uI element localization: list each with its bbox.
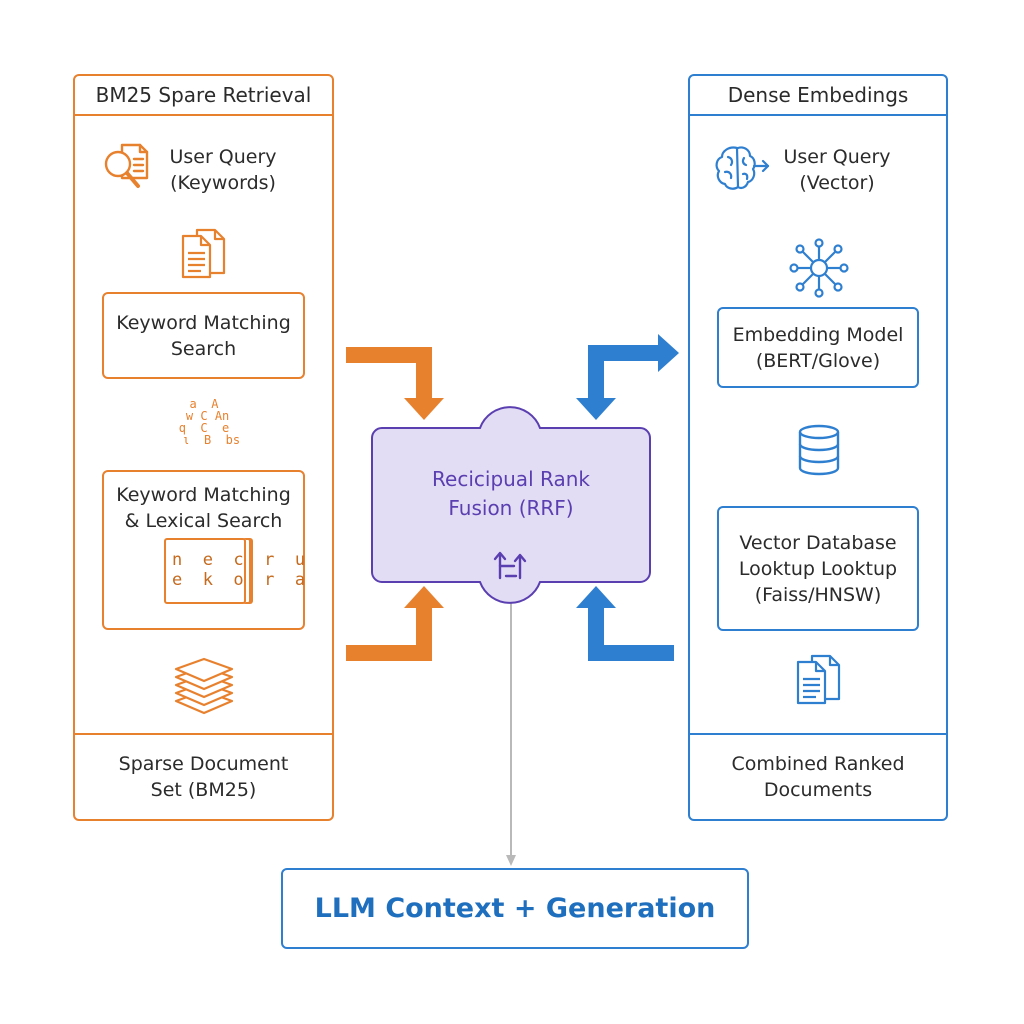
bm25-bottom-arrow [346, 586, 444, 661]
dense-top-arrow [576, 334, 679, 420]
bm25-title-divider [75, 114, 332, 116]
dense-footer-divider [690, 733, 946, 735]
search-document-icon [100, 140, 154, 194]
keyword-matching-search-box: Keyword Matching Search [102, 292, 305, 379]
fusion-to-llm-arrow [506, 600, 516, 866]
embedding-model-label: Embedding Model (BERT/Glove) [732, 323, 904, 372]
dense-title-divider [690, 114, 946, 116]
token-grid-icon: n e c r u e k o r a [164, 538, 305, 604]
bm25-top-arrow [346, 347, 444, 420]
llm-context-generation-label: LLM Context + Generation [314, 893, 716, 924]
letters-icon: a A w C An q C e ι B bs [178, 397, 241, 447]
documents-icon [177, 226, 233, 280]
bm25-footer-divider [75, 733, 332, 735]
dense-panel-title: Dense Embedings [727, 83, 909, 107]
bm25-query-label: User Query (Keywords) [169, 146, 277, 194]
documents-icon [792, 652, 848, 706]
lexical-search-label: Keyword Matching & Lexical Search [116, 484, 291, 532]
network-icon [787, 236, 851, 300]
keyword-matching-search-label: Keyword Matching Search [116, 311, 291, 360]
bm25-panel-title: BM25 Spare Retrieval [95, 83, 312, 107]
dense-bottom-arrow [576, 586, 674, 661]
llm-context-generation-box: LLM Context + Generation [281, 868, 749, 949]
dense-footer-label: Combined Ranked Documents [731, 753, 905, 801]
database-icon [796, 424, 842, 476]
merge-arrows-icon [492, 548, 528, 584]
brain-icon [713, 142, 773, 194]
bm25-panel [73, 74, 334, 821]
vector-database-box: Vector Database Looktup Looktup (Faiss/H… [717, 506, 919, 631]
dense-query-label: User Query (Vector) [783, 146, 891, 194]
fusion-label: Recicipual Rank Fusion (RRF) [432, 467, 590, 520]
vector-database-label: Vector Database Looktup Looktup (Faiss/H… [738, 531, 898, 606]
dense-panel [688, 74, 948, 821]
bm25-footer-label: Sparse Document Set (BM25) [118, 753, 289, 801]
stack-layers-icon [172, 655, 236, 717]
lexical-search-box: Keyword Matching & Lexical Search [102, 470, 305, 630]
fusion-shape [371, 406, 651, 604]
embedding-model-box: Embedding Model (BERT/Glove) [717, 307, 919, 388]
